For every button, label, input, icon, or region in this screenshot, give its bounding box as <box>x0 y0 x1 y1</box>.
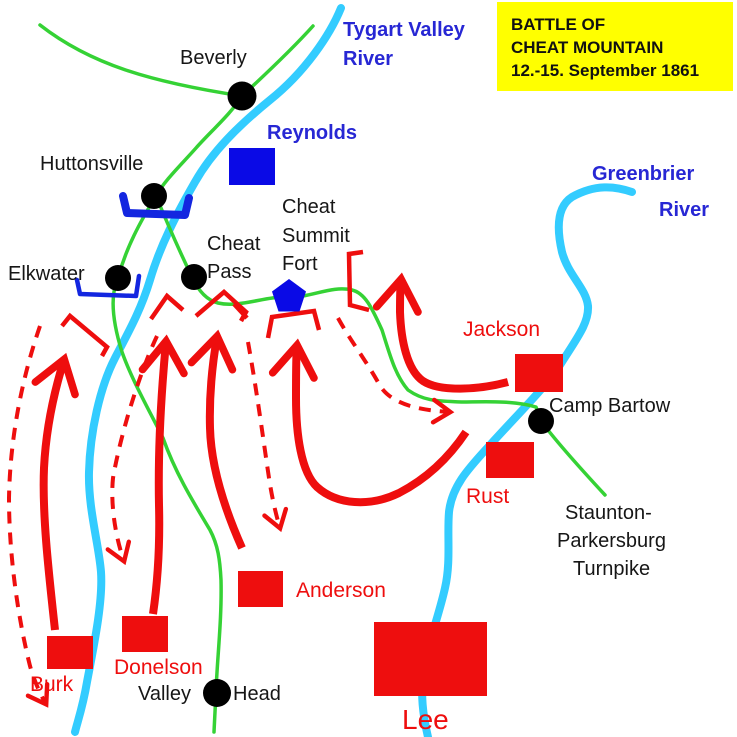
label-donelson: Donelson <box>114 656 203 679</box>
title-line3: 12.-15. September 1861 <box>511 61 699 80</box>
label-cheat-summit-fort-line1: Cheat <box>282 196 336 218</box>
tygart-valley-river-path <box>71 4 345 736</box>
label-turnpike-line1: Staunton- <box>565 502 652 524</box>
title-box-background <box>497 2 733 91</box>
retreat-arrow-west <box>6 325 50 708</box>
union-line-bracket-huttonsville <box>119 192 193 219</box>
label-anderson: Anderson <box>296 579 386 602</box>
confederate-unit-rect-burk <box>47 636 93 669</box>
confederate-line-bracket-fort-east <box>346 249 370 313</box>
label-head: Head <box>233 683 281 705</box>
advance-arrow-anderson <box>187 329 246 550</box>
confederate-unit-rect-jackson <box>515 354 563 392</box>
town-dot-elkwater <box>105 265 131 291</box>
label-reynolds: Reynolds <box>267 122 357 144</box>
union-line-bracket-elkwater <box>74 273 142 299</box>
confederate-unit-rect-donelson <box>122 616 168 652</box>
town-dot-beverly <box>227 81 257 111</box>
label-elkwater: Elkwater <box>8 263 85 285</box>
label-cheat-summit-fort-line2: Summit <box>282 225 350 247</box>
label-valley: Valley <box>138 683 191 705</box>
label-turnpike-line3: Turnpike <box>573 558 650 580</box>
label-burk: Burk <box>30 673 74 696</box>
label-huttonsville: Huttonsville <box>40 153 143 175</box>
label-rust: Rust <box>466 485 509 508</box>
advance-arrow-burk <box>31 352 79 631</box>
union-unit-rect-reynolds <box>229 148 275 185</box>
label-greenbrier-river-line2: River <box>659 199 709 221</box>
confederate-unit-rect-rust <box>486 442 534 478</box>
label-greenbrier-river-line1: Greenbrier <box>592 163 694 185</box>
cheat-summit-fort-pentagon <box>272 279 306 312</box>
road-beverly-north <box>240 24 315 98</box>
confederate-line-bracket-fort-south <box>265 308 322 339</box>
label-tygart-valley-river-line2: River <box>343 48 393 70</box>
road-northwest-to-beverly <box>38 23 244 98</box>
confederate-line-tick-road <box>232 302 249 320</box>
title-line1: BATTLE OF <box>511 15 605 34</box>
label-tygart-valley-river-line1: Tygart Valley <box>343 19 466 41</box>
confederate-unit-rect-anderson <box>238 571 283 607</box>
advance-arrow-center <box>268 338 470 507</box>
advance-arrow-jackson <box>372 272 510 393</box>
advance-arrow-donelson <box>138 334 188 615</box>
label-cheat-summit-fort-line3: Fort <box>282 253 318 275</box>
retreat-arrow-elkwater <box>105 335 159 566</box>
road-valley-west <box>111 94 244 734</box>
town-dot-valley-head <box>203 679 231 707</box>
label-jackson: Jackson <box>463 318 540 341</box>
confederate-line-bracket-elkwater-south <box>60 312 110 358</box>
town-dot-huttonsville <box>141 183 167 209</box>
confederate-line-bracket-cheat-pass-west <box>149 292 185 321</box>
title-box: BATTLE OF CHEAT MOUNTAIN 12.-15. Septemb… <box>497 2 733 91</box>
label-camp-bartow: Camp Bartow <box>549 395 671 417</box>
label-turnpike-line2: Parkersburg <box>557 530 666 552</box>
town-dot-camp-bartow <box>528 408 554 434</box>
town-dot-cheat-pass <box>181 264 207 290</box>
retreat-arrow-anderson <box>246 341 289 533</box>
label-cheat-pass-line2: Pass <box>207 261 251 283</box>
title-line2: CHEAT MOUNTAIN <box>511 38 663 57</box>
confederate-unit-rect-lee <box>374 622 487 696</box>
label-cheat-pass-line1: Cheat <box>207 233 261 255</box>
retreat-arrow-to-camp-bartow <box>336 317 455 425</box>
road-staunton-parkersburg-turnpike <box>154 194 607 497</box>
label-beverly: Beverly <box>180 47 247 69</box>
label-lee: Lee <box>402 704 449 735</box>
